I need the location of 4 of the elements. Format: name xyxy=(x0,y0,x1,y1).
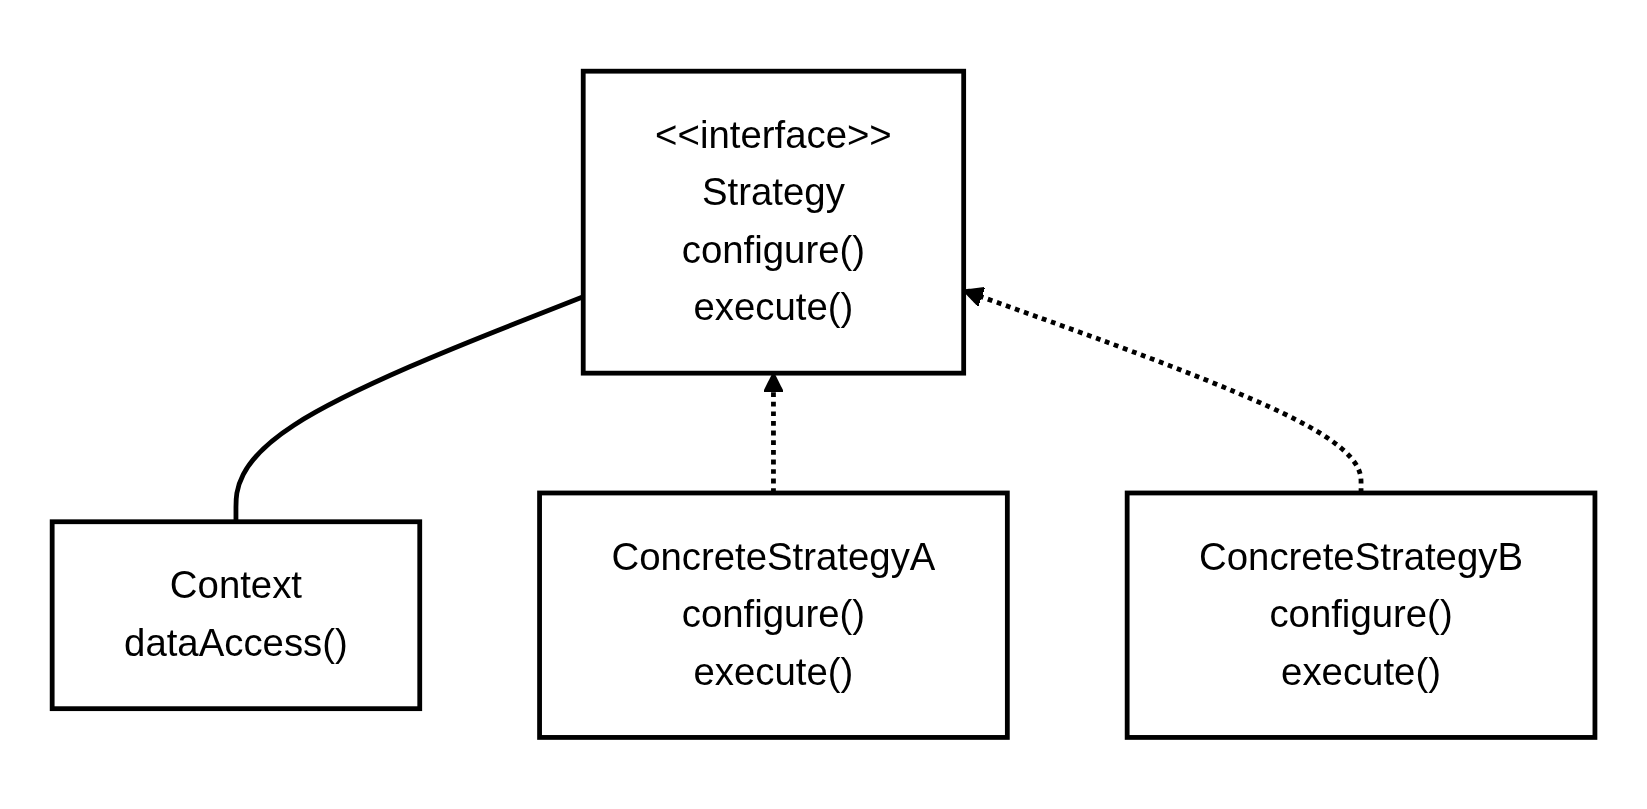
node-box: <<interface>> Strategy configure() execute() xyxy=(580,69,966,376)
node-box: Context dataAccess() xyxy=(49,519,423,712)
node-box: ConcreteStrategyB configure() execute() xyxy=(1124,490,1598,740)
node-box: ConcreteStrategyA configure() execute() xyxy=(537,490,1010,740)
